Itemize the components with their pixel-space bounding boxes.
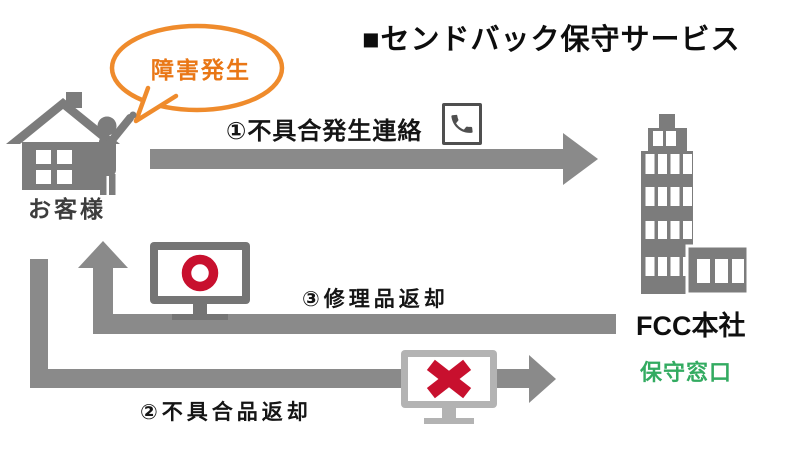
step2-down-bar	[30, 259, 48, 388]
monitor-ok-icon	[150, 242, 250, 320]
step1-label: ①不具合発生連絡	[226, 118, 423, 145]
person-waving	[97, 116, 117, 195]
step2-arrowhead-right	[529, 355, 556, 403]
maintenance-desk-label: 保守窓口	[640, 360, 733, 385]
step3-up-shaft	[93, 266, 113, 324]
fcc-headquarters-label: FCC本社	[636, 311, 746, 341]
page-title: ■センドバック保守サービス	[362, 24, 741, 56]
customer-label: お客様	[28, 196, 106, 222]
step3-label: ③修理品返却	[302, 288, 449, 311]
step2-label: ②不具合品返却	[140, 401, 312, 424]
speech-bubble	[109, 23, 285, 124]
ng-cross-mark	[426, 359, 472, 399]
speech-bubble-tail	[133, 85, 179, 124]
office-building-icon	[641, 114, 750, 296]
phone-icon	[442, 103, 482, 145]
step1-arrow-shaft	[150, 149, 563, 169]
ok-circle-mark	[181, 254, 219, 292]
failure-occurred-label: 障害発生	[151, 57, 251, 83]
monitor-ng-icon	[401, 350, 497, 424]
step1-arrowhead-right	[563, 133, 598, 185]
house-customer-icon	[6, 92, 137, 195]
step3-arrowhead-up	[78, 241, 128, 268]
